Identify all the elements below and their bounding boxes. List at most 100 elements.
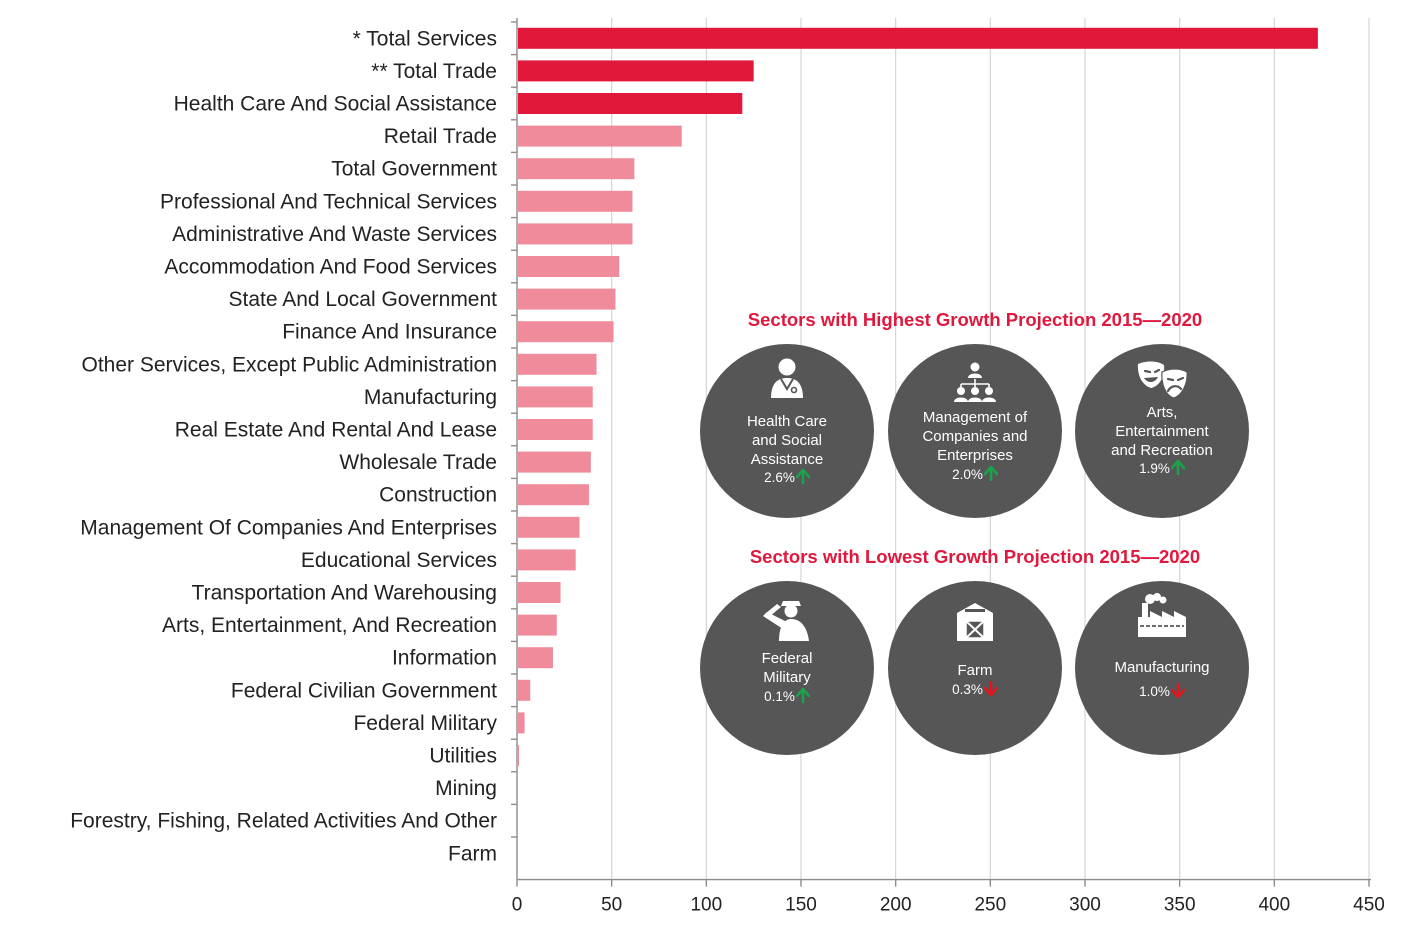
bar: [518, 288, 616, 310]
lowest-growth-title: Sectors with Lowest Growth Projection 20…: [749, 546, 1201, 567]
category-label: Real Estate And Rental And Lease: [175, 419, 497, 442]
doctor-icon: [771, 358, 803, 398]
bubble-label-line: Enterprises: [937, 447, 1013, 464]
bar: [518, 60, 754, 82]
bars: [518, 27, 1318, 766]
bar: [518, 223, 633, 245]
category-label: Utilities: [429, 745, 497, 768]
tick-labels: 0 50 100 150 200 250 300 350 400 450: [512, 895, 1385, 916]
bubble-label-line: Federal: [761, 650, 813, 667]
bar: [518, 27, 1318, 49]
bubble-label-line: Manufacturing: [1114, 659, 1210, 676]
category-label: Retail Trade: [384, 125, 497, 148]
lowest-item-federal-military: Federal Military 0.1%: [700, 581, 874, 755]
bar: [518, 93, 743, 114]
category-label: Farm: [448, 842, 497, 865]
bar: [518, 451, 591, 473]
growth-percent: 2.0%: [952, 467, 983, 482]
bar: [518, 647, 553, 669]
category-label: State And Local Government: [229, 288, 498, 311]
theater-masks-icon: [1137, 361, 1188, 399]
category-label: Construction: [379, 484, 497, 507]
x-tick-label: 50: [601, 895, 622, 916]
factory-icon: [1138, 593, 1186, 637]
category-label: Federal Civilian Government: [231, 679, 497, 702]
bar: [518, 679, 531, 701]
bar: [518, 614, 557, 636]
x-tick-label: 400: [1258, 895, 1290, 916]
bubble-label-line: Management of: [922, 409, 1028, 426]
category-label: Arts, Entertainment, And Recreation: [162, 614, 497, 637]
category-label: * Total Services: [353, 27, 497, 50]
bar: [518, 125, 682, 147]
bar: [518, 256, 620, 277]
category-label: Forestry, Fishing, Related Activities An…: [70, 810, 497, 833]
x-tick-label: 250: [974, 895, 1006, 916]
bubble-label-line: Military: [763, 669, 811, 686]
x-tick-label: 100: [690, 895, 722, 916]
bubble-label-line: and Social: [751, 432, 823, 449]
category-label: Transportation And Warehousing: [192, 582, 497, 605]
arrow-down-icon: [1170, 682, 1186, 699]
bar: [518, 190, 633, 212]
lowest-item-farm: Farm 0.3%: [888, 581, 1062, 755]
barn-icon: [957, 603, 993, 641]
bar: [518, 386, 593, 408]
category-label: ** Total Trade: [371, 60, 497, 83]
bubble-label-line: Companies and: [922, 428, 1028, 445]
bar: [518, 745, 519, 766]
growth-percent: 0.3%: [952, 682, 983, 697]
x-tick-label: 150: [785, 895, 817, 916]
axes: [511, 18, 1371, 887]
arrow-up-icon: [795, 468, 811, 485]
category-label: Wholesale Trade: [339, 451, 497, 474]
arrow-up-icon: [795, 687, 811, 704]
bubble-label-line: Assistance: [750, 451, 824, 468]
x-tick-label: 350: [1164, 895, 1196, 916]
highest-item-management: Management of Companies and Enterprises …: [888, 344, 1062, 518]
bar: [518, 582, 561, 603]
bar: [518, 712, 525, 734]
highest-growth-title: Sectors with Highest Growth Projection 2…: [747, 309, 1203, 330]
arrow-down-icon: [983, 680, 999, 697]
category-label: Finance And Insurance: [282, 321, 497, 344]
category-label: Total Government: [331, 158, 497, 181]
x-tick-label: 300: [1069, 895, 1101, 916]
arrow-up-icon: [1170, 459, 1186, 476]
bar: [518, 549, 576, 571]
x-tick-label: 450: [1353, 895, 1385, 916]
x-tick-label: 0: [512, 895, 523, 916]
bubble-label-line: Entertainment: [1115, 423, 1209, 440]
x-tick-label: 200: [880, 895, 912, 916]
bubble-label-line: Health Care: [746, 413, 828, 430]
growth-percent: 1.0%: [1139, 684, 1170, 699]
highest-item-health-care: Health Care and Social Assistance 2.6%: [700, 344, 874, 518]
category-label: Professional And Technical Services: [160, 190, 497, 213]
org-chart-icon: [954, 362, 996, 402]
category-label: Educational Services: [301, 549, 497, 572]
category-label: Management Of Companies And Enterprises: [80, 516, 497, 539]
bar: [518, 158, 635, 180]
growth-percent: 2.6%: [764, 470, 795, 485]
lowest-item-manufacturing: Manufacturing 1.0%: [1075, 581, 1249, 755]
category-label: Manufacturing: [364, 386, 497, 409]
category-label: Other Services, Except Public Administra…: [81, 353, 497, 376]
arrow-up-icon: [983, 465, 999, 482]
bar: [518, 353, 597, 375]
bar: [518, 321, 614, 343]
category-label: Administrative And Waste Services: [172, 223, 497, 246]
category-label: Health Care And Social Assistance: [174, 93, 497, 116]
saluting-soldier-icon: [763, 601, 809, 641]
bar: [518, 484, 589, 506]
category-label: Accommodation And Food Services: [164, 256, 497, 279]
bar: [518, 419, 593, 440]
bar: [518, 516, 580, 538]
highest-item-arts: Arts, Entertainment and Recreation 1.9%: [1075, 344, 1249, 518]
growth-percent: 0.1%: [764, 689, 795, 704]
bubble-label-line: Farm: [957, 662, 993, 679]
bubble-label-line: and Recreation: [1111, 442, 1213, 459]
category-label: Federal Military: [353, 712, 497, 735]
category-label: Information: [392, 647, 497, 670]
